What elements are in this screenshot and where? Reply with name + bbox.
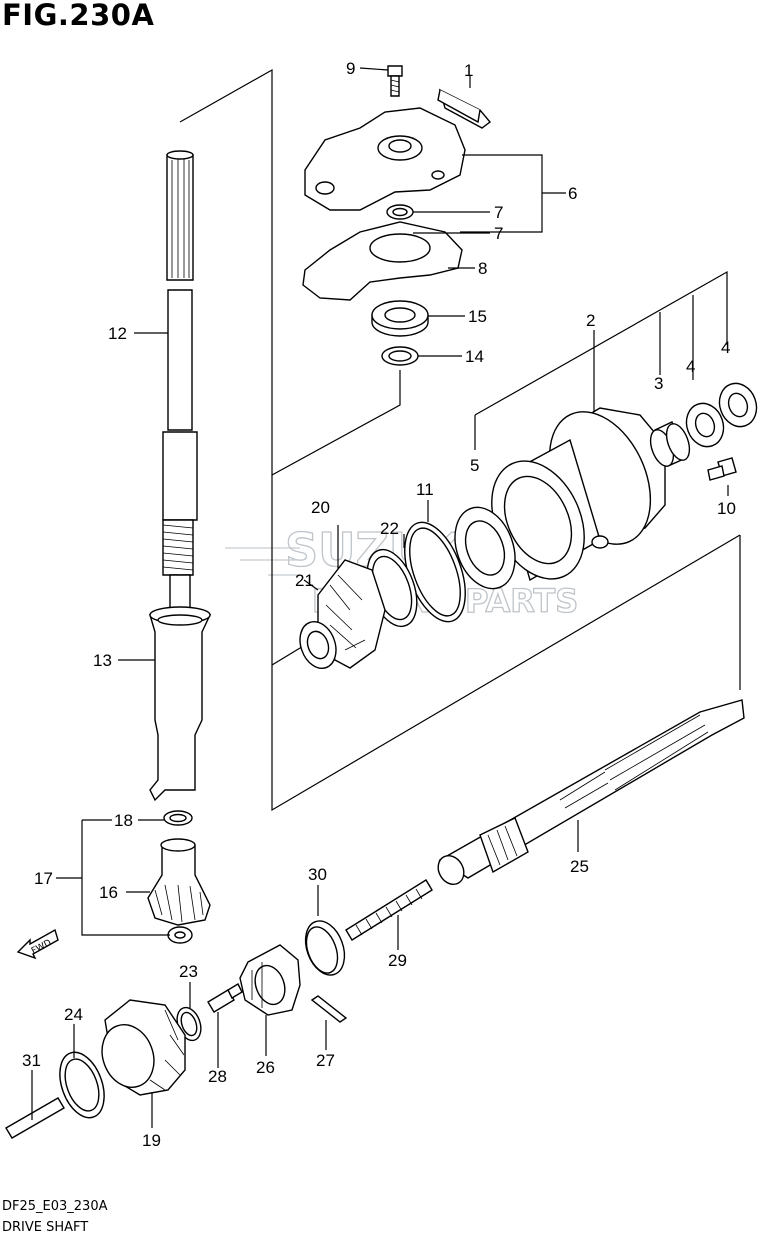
callout-5: 5 — [470, 456, 479, 475]
callout-27: 27 — [316, 1051, 335, 1070]
footer-code: DF25_E03_230A — [2, 1199, 108, 1214]
lower-drive-shaft — [149, 606, 212, 802]
callout-10: 10 — [717, 499, 736, 518]
spring-clip-30 — [304, 920, 346, 976]
callout-13: 13 — [93, 651, 112, 670]
callout-11: 11 — [416, 480, 434, 499]
oil-seal-4b — [718, 382, 758, 428]
housing-2 — [491, 407, 666, 582]
bearing-15 — [371, 300, 429, 337]
callout-9: 9 — [346, 59, 355, 78]
callout-8: 8 — [478, 259, 487, 278]
pinion-nut — [167, 926, 193, 944]
callout-30: 30 — [308, 865, 327, 884]
callout-12: 12 — [108, 324, 127, 343]
callout-28: 28 — [208, 1067, 227, 1086]
callout-18: 18 — [114, 811, 133, 830]
callout-26: 26 — [256, 1058, 275, 1077]
callout-7a: 7 — [494, 203, 503, 222]
clutch-26 — [239, 944, 301, 1016]
fwd-label: FWD — [30, 938, 53, 957]
bolt-9 — [387, 65, 403, 97]
callout-6: 6 — [568, 184, 577, 203]
group-boundary-lines — [179, 68, 741, 812]
pump-case-plate — [304, 107, 466, 211]
shim-18 — [163, 810, 193, 826]
upper-drive-shaft — [162, 150, 198, 626]
callout-22: 22 — [380, 519, 399, 538]
callout-15: 15 — [468, 307, 487, 326]
callout-29: 29 — [388, 951, 407, 970]
push-rod-28 — [207, 983, 243, 1013]
shim-24 — [59, 1051, 105, 1119]
fwd-arrow: FWD — [16, 928, 59, 960]
callout-2: 2 — [586, 311, 595, 330]
propeller-shaft-25 — [437, 699, 745, 886]
pin-27 — [310, 995, 348, 1023]
callout-1: 1 — [464, 61, 473, 80]
callout-14: 14 — [465, 347, 484, 366]
needle-bearing-3 — [649, 421, 691, 467]
callout-21: 21 — [295, 571, 314, 590]
callout-23: 23 — [179, 962, 198, 981]
water-pump-cover — [437, 88, 492, 129]
circlip-14 — [381, 346, 419, 366]
shaft-31 — [5, 1097, 65, 1139]
callout-20: 20 — [311, 498, 330, 517]
pinion-gear-16 — [147, 838, 211, 926]
oil-seal-4a — [685, 402, 725, 448]
footer-caption: DRIVE SHAFT — [2, 1220, 89, 1235]
callout-7b: 7 — [494, 224, 503, 243]
callout-4a: 4 — [686, 357, 695, 376]
callout-19: 19 — [142, 1131, 161, 1150]
thrust-washer-21 — [299, 621, 337, 669]
figure-title: FIG.230A — [2, 0, 155, 32]
gasket-8 — [302, 221, 463, 301]
callout-24: 24 — [64, 1005, 83, 1024]
callout-4b: 4 — [721, 338, 730, 357]
callout-labels: 9 1 6 7 7 8 15 14 12 2 3 4 4 5 11 10 20 … — [22, 59, 736, 1150]
leader-lines — [31, 67, 729, 1128]
callout-31: 31 — [22, 1051, 41, 1070]
bolt-10 — [707, 457, 737, 481]
o-ring-11 — [404, 521, 466, 623]
callout-3: 3 — [654, 374, 663, 393]
callout-17: 17 — [34, 869, 53, 888]
forward-gear-19 — [101, 999, 186, 1096]
callout-16: 16 — [99, 883, 118, 902]
callout-25: 25 — [570, 857, 589, 876]
bearing-5 — [454, 506, 516, 590]
spring-29 — [345, 879, 433, 941]
seal-7a — [386, 204, 414, 220]
